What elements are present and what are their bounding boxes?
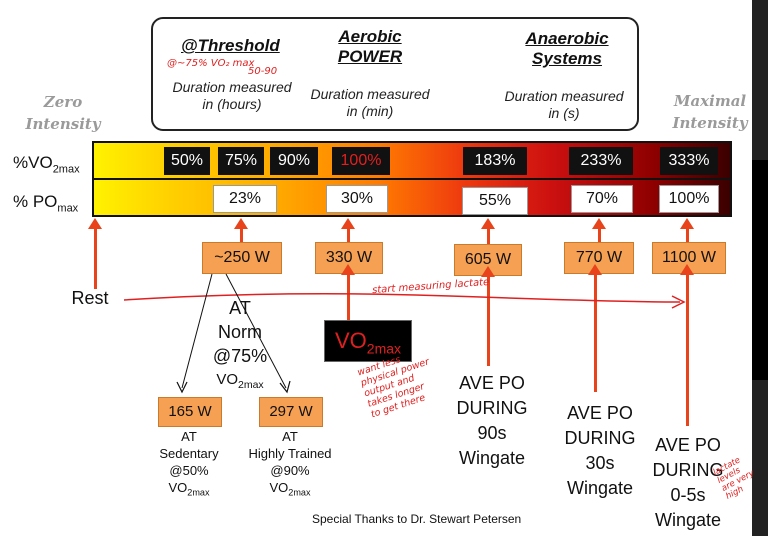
window-edge <box>752 380 768 536</box>
vo2-value: 100% <box>332 147 390 175</box>
bar-divider <box>92 178 732 180</box>
arrow-vo2max <box>347 272 350 320</box>
sedentary-power-box: 165 W <box>158 397 222 427</box>
branch-lines <box>176 273 291 394</box>
arrow-head-icon <box>234 218 248 229</box>
threshold-note: @~75% VO₂ max <box>167 58 255 69</box>
po-value: 55% <box>462 187 528 215</box>
energy-systems-box <box>151 17 639 131</box>
arrow-0-5s <box>686 272 689 426</box>
arrow-30s <box>594 272 597 392</box>
arrow <box>686 228 689 242</box>
arrow <box>240 228 243 242</box>
arrow-90s <box>487 274 490 366</box>
arrow-head-icon <box>481 266 495 277</box>
power-box: ~250 W <box>202 242 282 274</box>
vo2-value: 333% <box>660 147 718 175</box>
arrow-head-icon <box>88 218 102 229</box>
po-value: 30% <box>326 185 388 213</box>
vo2-value: 75% <box>218 147 264 175</box>
arrow-head-icon <box>592 218 606 229</box>
po-value: 100% <box>659 185 719 213</box>
arrow-head-icon <box>588 264 602 275</box>
threshold-note-range: 50-90 <box>248 66 278 77</box>
arrow <box>487 228 490 244</box>
vo2max-box: VO2max <box>324 320 412 362</box>
vo2-value: 233% <box>569 147 633 175</box>
trained-power-box: 297 W <box>259 397 323 427</box>
pomax-row-label: % POmax <box>13 192 79 215</box>
threshold-title: @Threshold <box>181 36 280 55</box>
po-value: 23% <box>213 185 277 213</box>
rest-label: Rest <box>71 288 109 308</box>
po-value: 70% <box>571 185 633 213</box>
arrow <box>347 228 350 242</box>
credits: Special Thanks to Dr. Stewart Petersen <box>312 512 522 526</box>
arrow-head-icon <box>481 218 495 229</box>
vo2max-row-label: %VO2max <box>13 153 80 176</box>
arrow-head-icon <box>680 218 694 229</box>
vo2-value: 183% <box>463 147 527 175</box>
arrow-head-icon <box>341 264 355 275</box>
arrow-head-icon <box>680 264 694 275</box>
vo2-value: 50% <box>164 147 210 175</box>
arrow <box>598 228 601 242</box>
lactate-arrow-icon <box>123 293 686 309</box>
window-edge <box>752 0 768 160</box>
vo2-value: 90% <box>270 147 318 175</box>
rest-arrow <box>94 229 97 289</box>
arrow-head-icon <box>341 218 355 229</box>
